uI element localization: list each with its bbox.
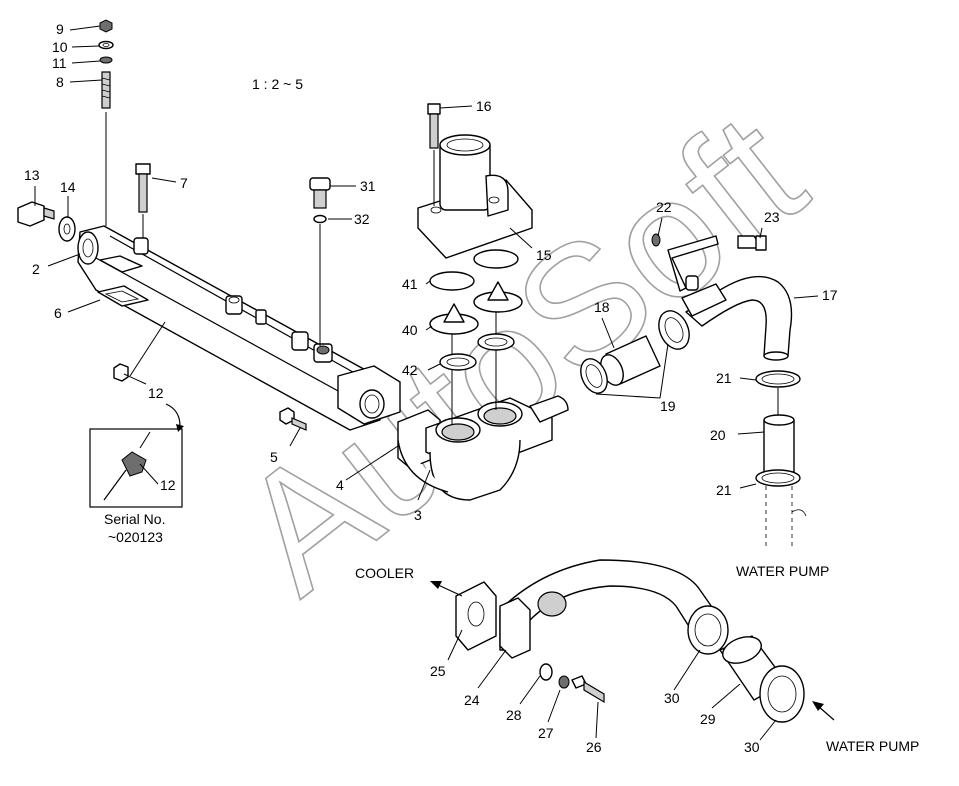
serial-label: Serial No. <box>104 511 165 527</box>
stud-assembly <box>98 19 114 226</box>
callout-27: 27 <box>538 725 554 741</box>
plug-12 <box>113 363 129 382</box>
water-manifold <box>77 225 401 431</box>
callout-28: 28 <box>506 707 522 723</box>
callout-22: 22 <box>656 199 672 215</box>
seals-41 <box>429 249 519 291</box>
callout-2: 2 <box>32 261 40 277</box>
callout-17: 17 <box>822 287 838 303</box>
callout-9: 9 <box>56 21 64 37</box>
callout-21a: 21 <box>716 370 732 386</box>
callout-40: 40 <box>402 322 418 338</box>
cooler-label: COOLER <box>355 565 414 581</box>
hose-18 <box>580 310 690 394</box>
callout-8: 8 <box>56 74 64 90</box>
callout-25: 25 <box>430 663 446 679</box>
serial-inset: 12 <box>89 403 184 508</box>
callout-31: 31 <box>360 178 376 194</box>
callout-13: 13 <box>24 167 40 183</box>
bolt-5 <box>279 407 307 431</box>
plug-31 <box>309 177 331 346</box>
callout-5: 5 <box>270 449 278 465</box>
leader-lines <box>34 25 819 741</box>
callout-41: 41 <box>402 276 418 292</box>
hose-20 <box>755 370 807 546</box>
callout-12: 12 <box>148 385 164 401</box>
serial-range: ~020123 <box>108 529 163 545</box>
callout-30b: 30 <box>744 739 760 755</box>
water-pump-label-lower: WATER PUMP <box>826 738 919 754</box>
callout-32: 32 <box>354 211 370 227</box>
callout-29: 29 <box>700 711 716 727</box>
callout-42: 42 <box>402 362 418 378</box>
pipe-17 <box>681 275 793 361</box>
direction-arrows <box>430 581 835 721</box>
callout-30a: 30 <box>664 690 680 706</box>
inset-part-label: 12 <box>160 477 176 493</box>
callout-6: 6 <box>54 305 62 321</box>
thermostat-housing <box>397 395 569 501</box>
thermostat-cover <box>417 103 533 259</box>
callout-15: 15 <box>536 247 552 263</box>
callout-11: 11 <box>52 55 67 71</box>
callout-19: 19 <box>660 398 676 414</box>
water-pump-label-upper: WATER PUMP <box>736 563 829 579</box>
hose-29 <box>687 605 805 723</box>
callout-23: 23 <box>764 209 780 225</box>
thermostats-40 <box>429 281 523 424</box>
callout-20: 20 <box>710 427 726 443</box>
callout-26: 26 <box>586 739 602 755</box>
callout-18: 18 <box>594 299 610 315</box>
callout-16: 16 <box>476 98 492 114</box>
callout-7: 7 <box>180 175 188 191</box>
callout-10: 10 <box>52 39 68 55</box>
callout-4: 4 <box>336 477 344 493</box>
callout-3: 3 <box>414 507 422 523</box>
cooler-pipe <box>455 559 715 704</box>
callout-24: 24 <box>464 692 480 708</box>
plug-13 <box>17 201 76 242</box>
bolt-7 <box>135 163 151 244</box>
scale-note: 1 : 2 ~ 5 <box>252 76 303 92</box>
bracket-22 <box>651 233 767 292</box>
callout-numbers: 9 10 11 8 7 13 14 2 6 12 31 32 16 15 4 1 … <box>24 21 838 755</box>
callout-21b: 21 <box>716 482 732 498</box>
callout-14: 14 <box>60 179 76 195</box>
gaskets-42 <box>439 333 515 371</box>
